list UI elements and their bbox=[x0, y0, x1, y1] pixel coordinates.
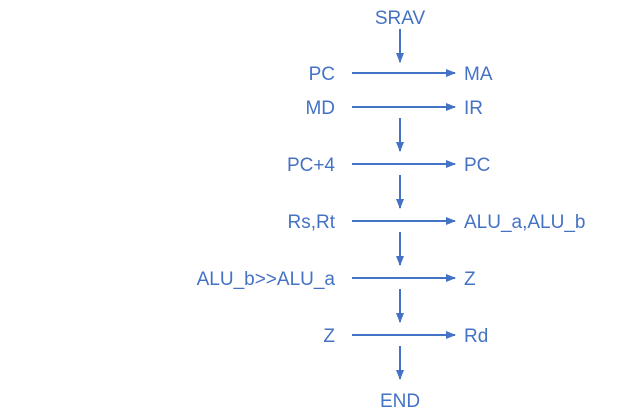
step-source-label: PC+4 bbox=[287, 155, 335, 176]
step-row-3: PC+4 PC bbox=[287, 155, 490, 176]
step-target-label: MA bbox=[464, 64, 493, 85]
start-label: SRAV bbox=[375, 8, 426, 29]
step-target-label: ALU_a,ALU_b bbox=[464, 212, 585, 233]
step-source-label: ALU_b>>ALU_a bbox=[197, 269, 336, 290]
step-row-4: Rs,Rt ALU_a,ALU_b bbox=[288, 212, 586, 233]
step-target-label: Rd bbox=[464, 326, 488, 347]
step-source-label: Rs,Rt bbox=[288, 212, 336, 233]
end-label: END bbox=[380, 391, 420, 412]
step-row-1: PC MA bbox=[309, 64, 493, 85]
step-target-label: IR bbox=[464, 98, 483, 119]
step-source-label: MD bbox=[305, 98, 335, 119]
step-source-label: PC bbox=[309, 64, 335, 85]
step-row-2: MD IR bbox=[305, 98, 483, 119]
step-row-5: ALU_b>>ALU_a Z bbox=[197, 269, 476, 290]
step-row-6: Z Rd bbox=[323, 326, 488, 347]
step-target-label: PC bbox=[464, 155, 490, 176]
step-target-label: Z bbox=[464, 269, 476, 290]
step-source-label: Z bbox=[323, 326, 335, 347]
